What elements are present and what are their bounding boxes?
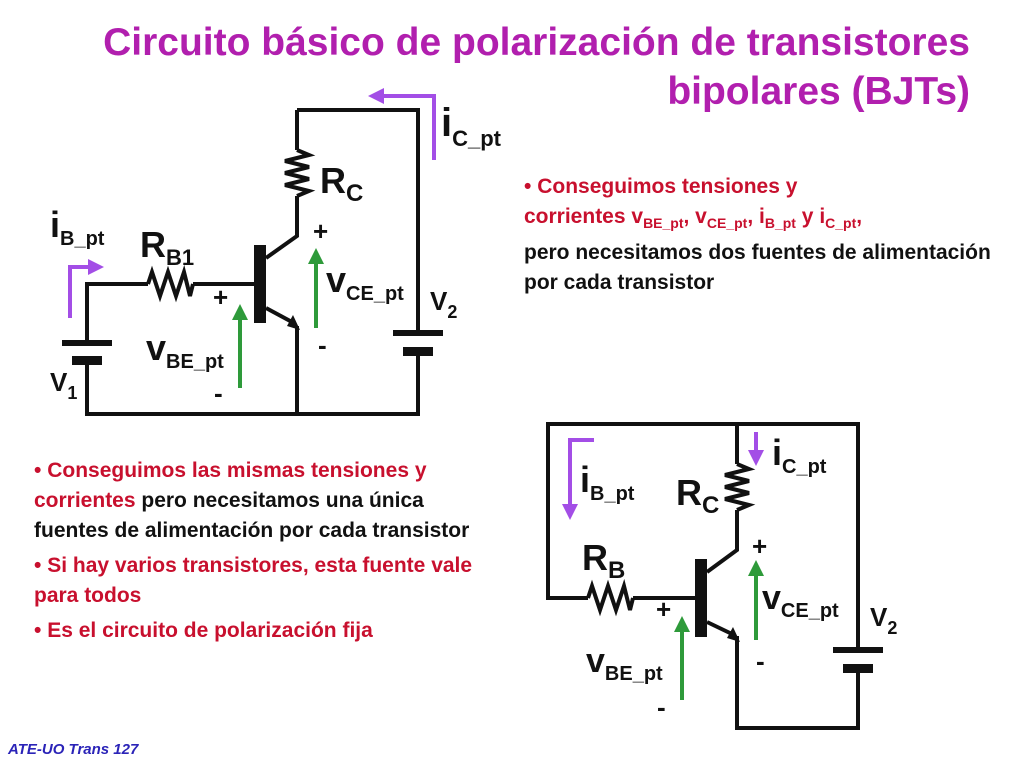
transistor-bjt xyxy=(254,245,300,330)
bullets-left: • Conseguimos las mismas tensiones y cor… xyxy=(34,456,474,651)
label-ic-top: iC_pt xyxy=(441,101,502,151)
arrow-ib-bottom xyxy=(562,438,594,520)
label-v2-bottom: V2 xyxy=(870,602,897,638)
transistor-bjt-bottom xyxy=(695,559,740,642)
label-ib-top: iB_pt xyxy=(50,204,105,250)
slide-footer: ATE-UO Trans 127 xyxy=(8,741,139,758)
bullet-left-1: • Conseguimos las mismas tensiones y cor… xyxy=(34,459,470,542)
battery-v1 xyxy=(62,340,112,365)
sign-minus-vbe-top: - xyxy=(214,378,223,408)
battery-v2-bottom xyxy=(833,647,883,673)
bullets-right: • Conseguimos tensiones y corrientes vBE… xyxy=(524,172,994,303)
label-v2-top: V2 xyxy=(430,286,457,322)
resistor-rc-bottom xyxy=(724,462,756,512)
label-vbe-top: vBE_pt xyxy=(146,327,224,373)
title-line-1: Circuito básico de polarización de trans… xyxy=(103,21,970,64)
bullet-left-2: • Si hay varios transistores, esta fuent… xyxy=(34,554,473,607)
bullet-right-1: • Conseguimos tensiones y corrientes vBE… xyxy=(524,175,991,295)
sign-minus-vce-bottom: - xyxy=(756,646,765,676)
label-ic-bottom: iC_pt xyxy=(772,432,827,478)
arrow-ic-top xyxy=(368,88,436,160)
label-vce-bottom: vCE_pt xyxy=(762,579,839,622)
battery-v2 xyxy=(393,330,443,356)
label-rb1-top: RB1 xyxy=(140,224,194,270)
label-rc-top: RC xyxy=(320,160,363,207)
arrow-ib-top xyxy=(68,259,104,318)
slide-title: Circuito básico de polarización de trans… xyxy=(10,18,970,116)
sign-plus-vbe-bottom: + xyxy=(656,594,671,624)
sign-plus-vce-bottom: + xyxy=(752,531,767,561)
circuit-single-source: RC RB iC_pt iB_pt vCE_pt vBE_pt V2 + - +… xyxy=(546,422,897,730)
bullet-left-3: • Es el circuito de polarización fija xyxy=(34,619,373,642)
wires-bottom xyxy=(546,422,860,730)
label-rb-bottom: RB xyxy=(582,537,625,584)
wires-top xyxy=(85,108,420,416)
label-vbe-bottom: vBE_pt xyxy=(586,642,663,685)
resistor-rc xyxy=(284,148,316,198)
circuit-two-sources: RC RB1 iC_pt iB_pt vCE_pt vBE_pt V1 V2 +… xyxy=(50,88,502,416)
sign-minus-vbe-bottom: - xyxy=(657,692,666,722)
title-line-2: bipolares (BJTs) xyxy=(667,70,970,113)
sign-minus-vce-top: - xyxy=(318,330,327,360)
label-vce-top: vCE_pt xyxy=(326,259,404,305)
label-ib-bottom: iB_pt xyxy=(580,459,635,505)
sign-plus-vce-top: + xyxy=(313,216,328,246)
label-rc-bottom: RC xyxy=(676,472,719,519)
label-v1-top: V1 xyxy=(50,367,77,403)
resistor-rb-bottom xyxy=(586,578,635,617)
resistor-rb1 xyxy=(146,264,195,303)
sign-plus-vbe-top: + xyxy=(213,282,228,312)
bullet-right-1-black: pero necesitamos dos fuentes de alimenta… xyxy=(524,241,991,295)
